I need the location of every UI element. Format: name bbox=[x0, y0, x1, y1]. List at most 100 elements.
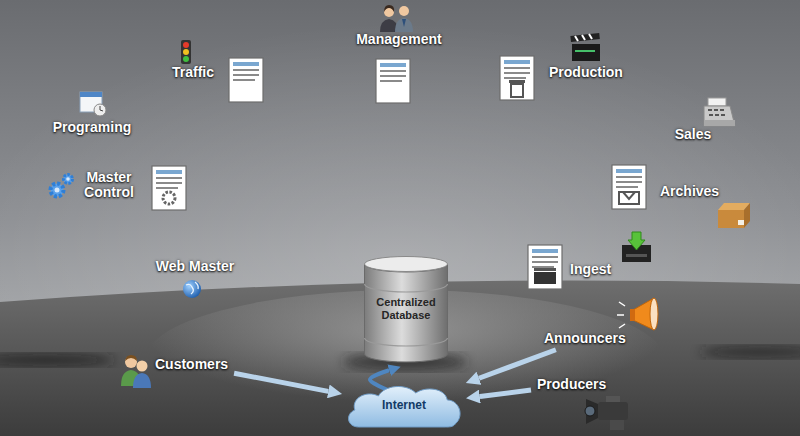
customers-icon bbox=[121, 355, 151, 388]
globe-lines bbox=[186, 282, 198, 294]
department-label: Archives bbox=[660, 184, 719, 199]
document-icon bbox=[376, 59, 410, 103]
globe-icon bbox=[183, 280, 201, 298]
register-icon bbox=[704, 98, 735, 126]
cylinder-band bbox=[365, 338, 448, 346]
trash-lid bbox=[509, 80, 525, 83]
gear bbox=[64, 175, 73, 184]
node-text: Centralized Database bbox=[372, 296, 440, 321]
clapper-body bbox=[572, 44, 600, 61]
document-icon bbox=[612, 165, 646, 209]
clapper-stripes bbox=[575, 34, 592, 41]
person-head bbox=[125, 356, 137, 368]
camera-lens-hood bbox=[586, 399, 598, 424]
register-display bbox=[708, 98, 726, 106]
register-body bbox=[704, 106, 735, 126]
person-body bbox=[133, 373, 151, 388]
gear-glyph bbox=[163, 192, 175, 204]
document-icon bbox=[500, 56, 534, 100]
box-icon bbox=[718, 203, 750, 228]
clapper-glyph bbox=[534, 272, 556, 284]
sound-lines bbox=[617, 302, 625, 328]
node-text: Producers bbox=[537, 377, 606, 392]
trash-can bbox=[511, 84, 523, 97]
download-slot bbox=[626, 254, 647, 257]
clock-hands bbox=[100, 106, 103, 111]
camera-handle bbox=[606, 396, 620, 402]
document-icon bbox=[612, 165, 646, 209]
flow-arrow bbox=[479, 350, 556, 379]
source-node: Announcers bbox=[541, 329, 629, 348]
document-icon bbox=[528, 245, 562, 289]
register-drawer bbox=[704, 120, 735, 126]
gear-hub bbox=[66, 177, 70, 181]
database-cylinder: Centralized Database bbox=[364, 256, 448, 362]
source-node: Producers bbox=[534, 375, 609, 394]
megaphone-icon bbox=[617, 298, 658, 330]
clapper-mark bbox=[575, 50, 595, 52]
megaphone-handle bbox=[630, 309, 635, 321]
red-lamp bbox=[183, 42, 189, 48]
department-label: Traffic bbox=[172, 65, 214, 80]
floor-shadow bbox=[700, 346, 800, 358]
clock-face bbox=[94, 104, 106, 116]
megaphone-bell bbox=[650, 298, 658, 330]
box-front bbox=[718, 210, 744, 228]
cylinder-band bbox=[365, 284, 448, 292]
camera-grip bbox=[610, 420, 624, 430]
person-tie bbox=[402, 19, 406, 27]
clapper-glyph bbox=[534, 268, 556, 271]
document-icon bbox=[528, 245, 562, 289]
yellow-lamp bbox=[183, 49, 189, 55]
person-hair bbox=[125, 355, 137, 361]
cloud-shape bbox=[349, 387, 461, 427]
gear bbox=[51, 184, 64, 197]
traffic-light-body bbox=[181, 40, 191, 64]
document-icon bbox=[152, 166, 186, 210]
department-label: Ingest bbox=[570, 262, 611, 277]
source-node: Customers bbox=[152, 355, 231, 374]
document-icon bbox=[229, 58, 263, 102]
traffic-light-icon bbox=[181, 40, 191, 64]
floor-shadow bbox=[0, 354, 115, 366]
gear-hub bbox=[55, 188, 60, 193]
department-label: Master Control bbox=[72, 170, 146, 201]
document-icon bbox=[500, 56, 534, 100]
clapper-icon bbox=[570, 33, 600, 61]
box-label bbox=[738, 220, 744, 225]
person-head bbox=[399, 6, 409, 16]
clapper-top bbox=[570, 33, 599, 42]
camera-icon bbox=[585, 396, 628, 430]
department-label: Sales bbox=[675, 127, 712, 142]
department-label: Programing bbox=[53, 120, 132, 135]
register-keys bbox=[708, 110, 725, 115]
document-icon bbox=[152, 166, 186, 210]
download-arrow bbox=[628, 232, 645, 250]
download-icon bbox=[622, 232, 651, 262]
tray-glyph bbox=[619, 192, 639, 204]
department-label: Web Master bbox=[156, 259, 234, 274]
person-head bbox=[137, 361, 148, 372]
department-label: Production bbox=[549, 65, 623, 80]
globe bbox=[183, 280, 201, 298]
node-text: Announcers bbox=[544, 331, 626, 346]
flow-arrow bbox=[480, 390, 531, 396]
camera-lens bbox=[585, 406, 595, 416]
node-text: Customers bbox=[155, 357, 228, 372]
camera-body bbox=[598, 402, 628, 420]
person-hair bbox=[384, 5, 394, 12]
cylinder-body bbox=[365, 264, 448, 362]
flow-arrow bbox=[234, 373, 328, 391]
internet-cloud: Internet bbox=[345, 384, 463, 428]
green-lamp bbox=[183, 56, 189, 62]
person-body bbox=[395, 18, 413, 32]
flow-arrow bbox=[370, 370, 389, 390]
calendar-band bbox=[80, 92, 102, 97]
node-text: Internet bbox=[382, 399, 426, 412]
department-label: Management bbox=[356, 32, 442, 47]
